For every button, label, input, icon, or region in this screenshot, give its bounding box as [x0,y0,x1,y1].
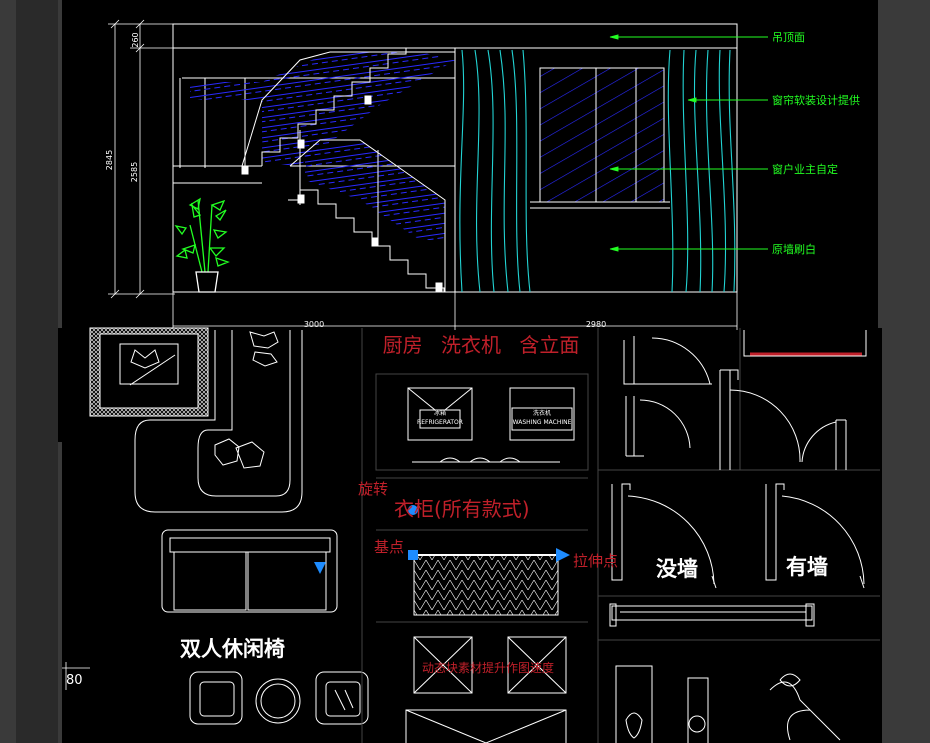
edge-number: 80 [66,673,83,688]
dim-full-text: 2845 [105,150,114,170]
annotation-window: 窗户业主自定 [772,162,838,176]
stretch-grip-icon[interactable] [314,562,326,574]
staircase-elevation [172,23,738,293]
edge-dimension-mark [62,662,90,690]
dynamic-block-note: 动态块素材提升作图速度 [422,660,554,675]
washer-block [509,387,575,441]
chair-set-block [189,671,369,725]
dim-inner-text: 2585 [130,162,139,182]
left-gutter [16,0,58,743]
dim-bottom-left-text: 3000 [304,320,324,329]
washer-label-cn: 洗衣机 [533,409,551,417]
door-blocks [609,330,867,627]
cabinet-blocks [405,636,567,743]
left-frame [0,0,16,743]
fridge-label-en: REFRIGERATOR [417,419,463,426]
stretch-point-grip-icon[interactable] [556,548,570,562]
dim-top-text: 260 [131,32,140,47]
right-frame [878,0,930,743]
no-wall-label: 没墙 [656,557,698,581]
stove-block [412,457,560,463]
base-point-label: 基点 [374,538,404,556]
loveseat-block [161,529,338,613]
bathroom-fixtures [615,665,841,743]
kitchen-title: 厨房 洗衣机 含立面 [383,333,580,357]
sofa-block [134,330,303,513]
annotation-curtain: 窗帘软装设计提供 [772,93,860,107]
rotate-label: 旋转 [358,480,388,498]
stretch-point-label: 拉伸点 [573,552,618,570]
with-wall-label: 有墙 [786,555,828,579]
washer-label-en: WASHING MACHINE [513,419,572,426]
dimension-lines-left [108,19,175,299]
wardrobe-block [413,554,559,616]
base-point-grip-icon[interactable] [408,550,418,560]
wardrobe-label: 衣柜(所有款式) [394,497,530,521]
elevation-area [62,0,878,330]
block-grid [361,328,880,743]
dimension-line-bottom [172,292,738,330]
double-chair-label: 双人休闲椅 [180,637,285,661]
window-elevation [530,67,670,209]
annotation-wall: 原墙刷白 [772,242,816,256]
bamboo-plant-icon [174,197,230,293]
rug-block [89,327,209,417]
annotation-leaders [609,34,768,252]
annotation-ceiling: 吊顶面 [772,31,805,44]
fridge-block [407,387,473,441]
rotate-grip-icon[interactable] [408,505,418,515]
curtain-elevation [459,49,736,293]
fridge-label-cn: 冰箱 [434,409,446,417]
dim-bottom-right-text: 2980 [586,320,606,329]
